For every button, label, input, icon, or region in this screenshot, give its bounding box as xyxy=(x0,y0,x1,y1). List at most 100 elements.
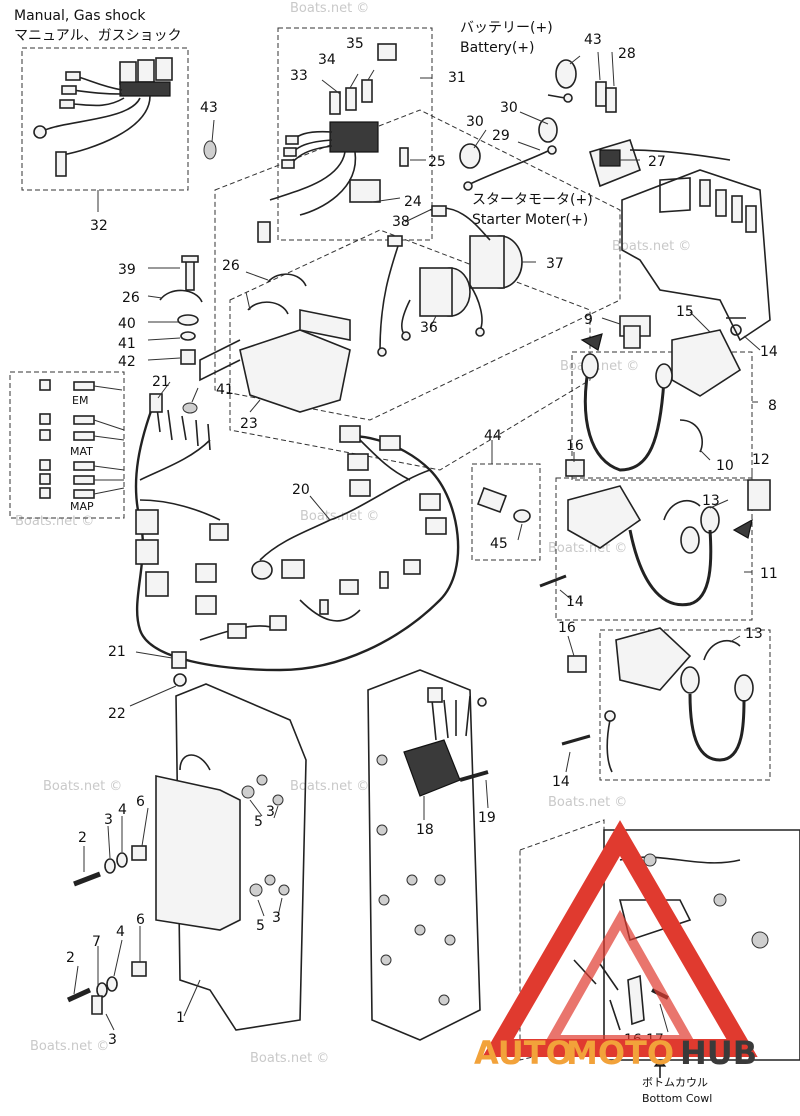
callout-12: 12 xyxy=(752,452,770,468)
arrow-head xyxy=(653,1059,667,1067)
ring-terminal xyxy=(475,327,485,337)
coupler xyxy=(135,509,159,535)
terminal-cap-30 xyxy=(538,117,558,143)
grommet-41 xyxy=(182,402,198,414)
callout-41: 41 xyxy=(118,336,136,352)
plug xyxy=(387,235,403,247)
watermark: Boats.net © xyxy=(250,1051,329,1066)
sensor-44-group xyxy=(471,463,541,561)
coupler xyxy=(419,493,441,511)
callout-31: 31 xyxy=(448,70,466,86)
plug xyxy=(285,135,299,145)
coil-15 xyxy=(671,329,742,397)
arrow xyxy=(732,518,753,539)
watermark: Boats.net © xyxy=(290,779,369,794)
boss xyxy=(659,177,691,213)
plug xyxy=(39,473,51,485)
coupler xyxy=(195,563,217,583)
ground-plate-16 xyxy=(627,974,645,1026)
bolt-2 xyxy=(73,871,101,887)
coupler xyxy=(347,453,369,471)
relay-box xyxy=(329,121,379,153)
harness-branches xyxy=(139,439,431,641)
sensor-box: EM MAT MAP xyxy=(9,371,125,519)
coupler xyxy=(281,559,305,579)
callout-20: 20 xyxy=(292,482,310,498)
wire-bundle xyxy=(44,75,151,156)
block-outline xyxy=(621,169,771,342)
cable xyxy=(629,149,731,161)
terminal-cap-30b xyxy=(459,143,481,169)
cover xyxy=(199,339,241,382)
logo-text-a: AUTO xyxy=(474,1034,573,1072)
callout-35: 35 xyxy=(346,36,364,52)
plug xyxy=(61,85,77,95)
engine-block xyxy=(621,169,771,342)
callout-16: 16 xyxy=(566,438,584,454)
callout-4: 4 xyxy=(116,924,125,940)
stud xyxy=(715,189,727,217)
plug xyxy=(59,99,75,109)
plug xyxy=(283,147,297,157)
collar-6 xyxy=(131,845,147,861)
ring-terminal xyxy=(463,181,473,191)
rectifier-plate xyxy=(367,669,481,1041)
callout-30: 30 xyxy=(500,100,518,116)
ground-lead xyxy=(606,719,613,773)
callout-16: 16 xyxy=(558,620,576,636)
inset-frame xyxy=(21,47,189,191)
plate-23 xyxy=(239,329,351,413)
upper-assembly-frames xyxy=(214,27,621,471)
watermark: Boats.net © xyxy=(15,514,94,529)
sensor-plugs xyxy=(39,379,95,499)
caption-starter-en: Starter Moter(+) xyxy=(472,212,588,228)
callout-3: 3 xyxy=(104,812,113,828)
callout-14: 14 xyxy=(552,774,570,790)
bolt-25 xyxy=(399,147,409,167)
ecu-mount-group xyxy=(66,683,307,1031)
bolt-28 xyxy=(605,87,617,113)
relay-block xyxy=(155,57,173,81)
logo-triangle-inner xyxy=(543,909,697,1045)
callout-11: 11 xyxy=(760,566,778,582)
collar-42 xyxy=(180,349,196,365)
frame-44 xyxy=(471,463,541,561)
fuse-34 xyxy=(345,87,357,111)
callout-22: 22 xyxy=(108,706,126,722)
plate-hole xyxy=(434,874,446,886)
leader-11-13 xyxy=(559,499,752,643)
plug xyxy=(39,413,51,425)
frame-bracket xyxy=(229,229,591,471)
plug-cap xyxy=(734,674,754,702)
starter-relay-group xyxy=(349,179,523,357)
coupler xyxy=(349,479,371,497)
plate-hole xyxy=(406,874,418,886)
coil-upper xyxy=(567,485,642,549)
relay-fuse-group xyxy=(257,43,397,243)
plug xyxy=(39,429,51,441)
callout-19: 19 xyxy=(478,810,496,826)
bracket-plate-group xyxy=(199,273,351,413)
stud xyxy=(731,195,743,223)
leader-2-5 xyxy=(83,799,279,872)
bolt-39 xyxy=(185,259,195,291)
callout-30: 30 xyxy=(466,114,484,130)
caption-manual-jp: マニュアル、ガスショック xyxy=(14,28,182,44)
clip-21 xyxy=(149,393,163,413)
callout-41: 41 xyxy=(216,382,234,398)
collar-6 xyxy=(131,961,147,977)
leader-25-38 xyxy=(371,159,536,329)
callout-33: 33 xyxy=(290,68,308,84)
leader-18-17 xyxy=(423,779,669,1033)
fuse-35 xyxy=(361,79,373,103)
caption-bottom-jp: ボトムカウル xyxy=(642,1076,708,1089)
relay-37-body xyxy=(469,235,505,289)
callout-2: 2 xyxy=(78,830,87,846)
caption-battery-jp: バッテリー(+) xyxy=(460,20,553,36)
fuse xyxy=(73,461,95,471)
clip-13 xyxy=(703,639,741,661)
bolt-14 xyxy=(539,574,567,588)
leader-39-42 xyxy=(147,267,181,361)
coupler xyxy=(379,435,401,451)
